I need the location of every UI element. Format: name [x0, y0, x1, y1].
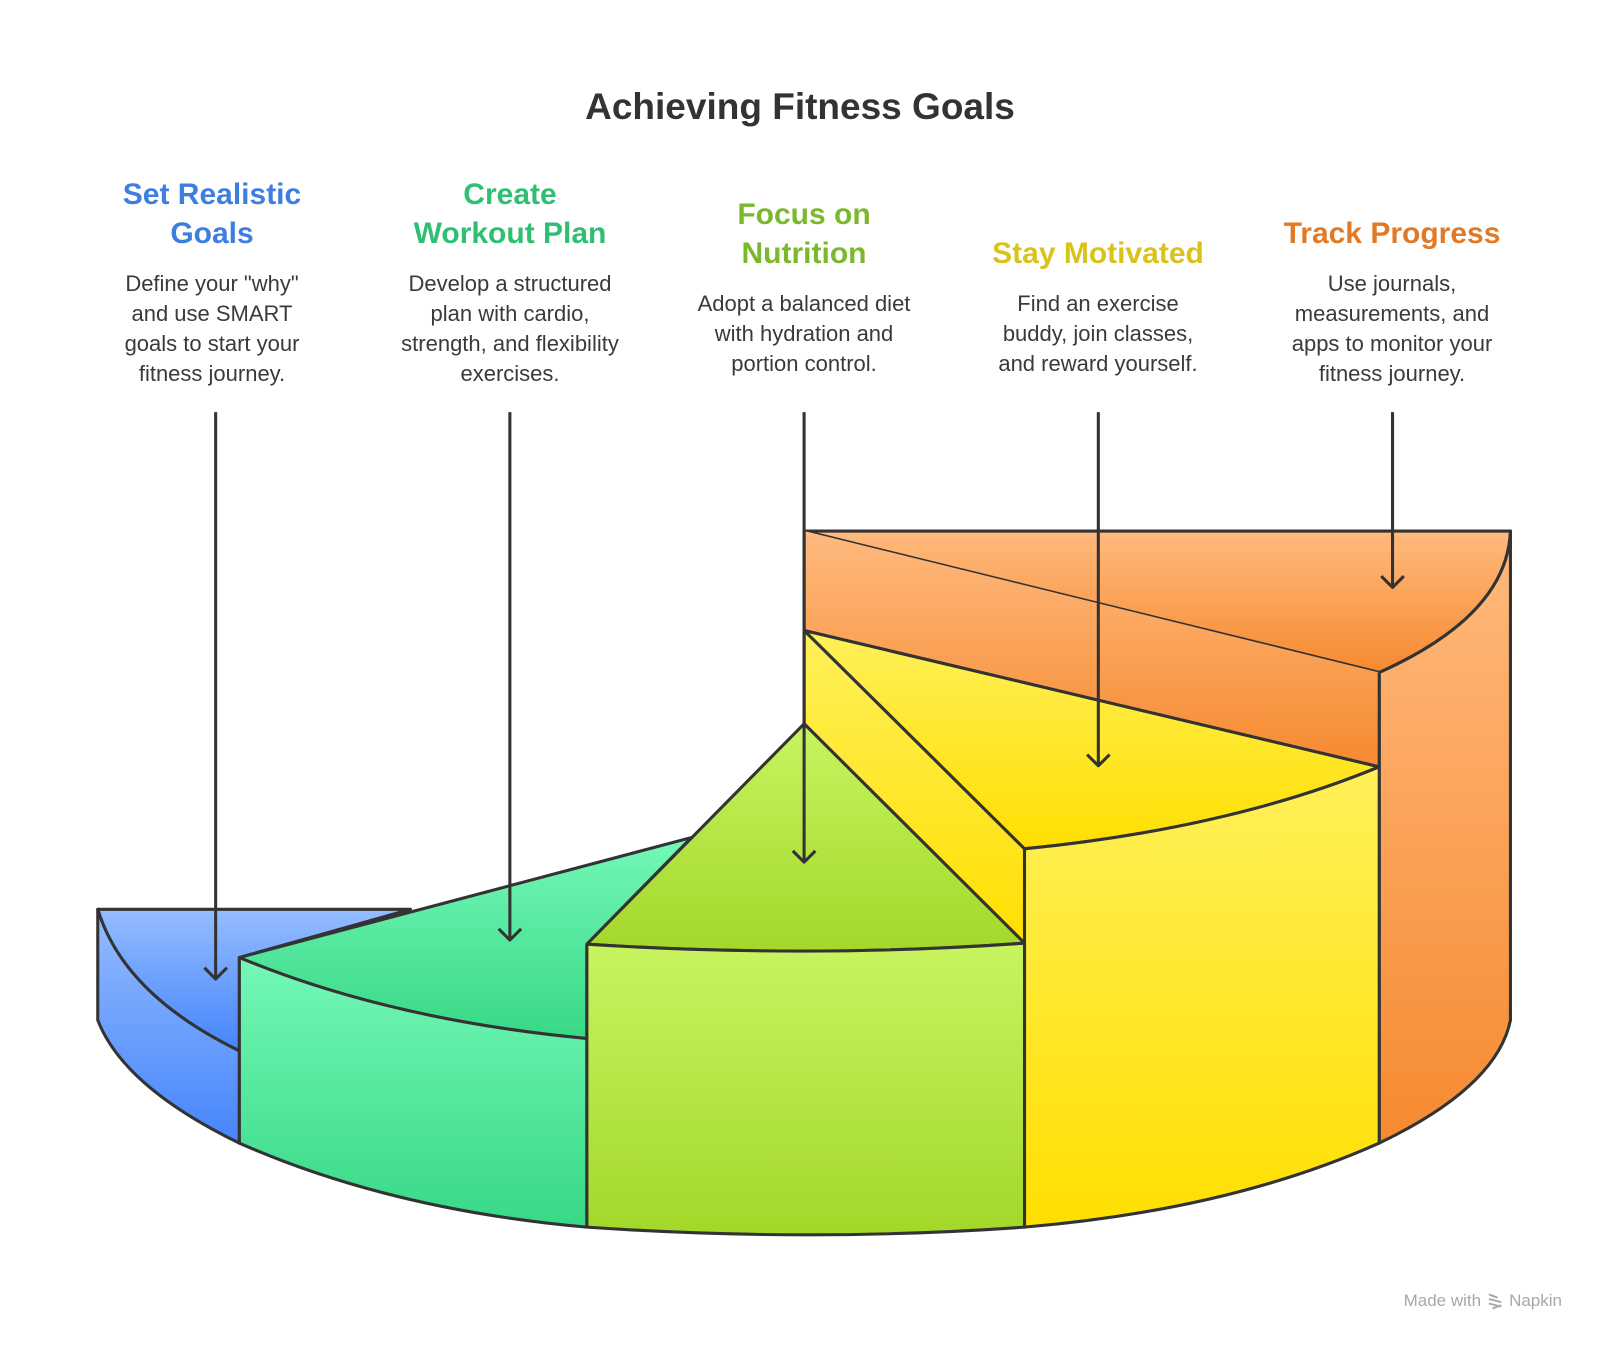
- segment-set-realistic-goals: [96, 907, 412, 1145]
- step-title: Set Realistic Goals: [122, 178, 302, 250]
- segment-stay-motivated: [802, 628, 1381, 1229]
- napkin-logo-icon: [1488, 1293, 1502, 1310]
- step-description: Find an exercise buddy, join classes, an…: [998, 291, 1198, 376]
- segment-create-workout: [237, 836, 693, 1229]
- step-description: Define your "why" and use SMART goals to…: [124, 271, 300, 386]
- arrow-down-icon: [1380, 412, 1405, 589]
- step-title: Focus on Nutrition: [737, 198, 871, 270]
- napkin-watermark[interactable]: Made with Napkin: [1403, 1291, 1562, 1310]
- step-title: Stay Motivated: [992, 237, 1204, 270]
- arrow-down-icon: [1085, 412, 1111, 768]
- arrow-down-icon: [791, 412, 817, 864]
- arrow-down-icon: [203, 412, 229, 981]
- step-create-workout-plan: Create Workout Plan Develop a structured…: [380, 175, 640, 389]
- step-title: Track Progress: [1283, 217, 1501, 250]
- arrow-down-icon: [497, 412, 523, 942]
- step-description: Adopt a balanced diet with hydration and…: [697, 291, 911, 376]
- step-focus-on-nutrition: Focus on Nutrition Adopt a balanced diet…: [674, 195, 934, 379]
- step-description: Use journals, measurements, and apps to …: [1291, 271, 1493, 386]
- step-description: Develop a structured plan with cardio, s…: [401, 271, 619, 386]
- page-title: Achieving Fitness Goals: [585, 86, 1015, 127]
- step-set-realistic-goals: Set Realistic Goals Define your "why" an…: [82, 175, 342, 389]
- step-stay-motivated: Stay Motivated Find an exercise buddy, j…: [968, 234, 1228, 379]
- arrows: [203, 412, 1405, 981]
- step-track-progress: Track Progress Use journals, measurement…: [1262, 214, 1522, 389]
- step-title: Create Workout Plan: [413, 178, 607, 250]
